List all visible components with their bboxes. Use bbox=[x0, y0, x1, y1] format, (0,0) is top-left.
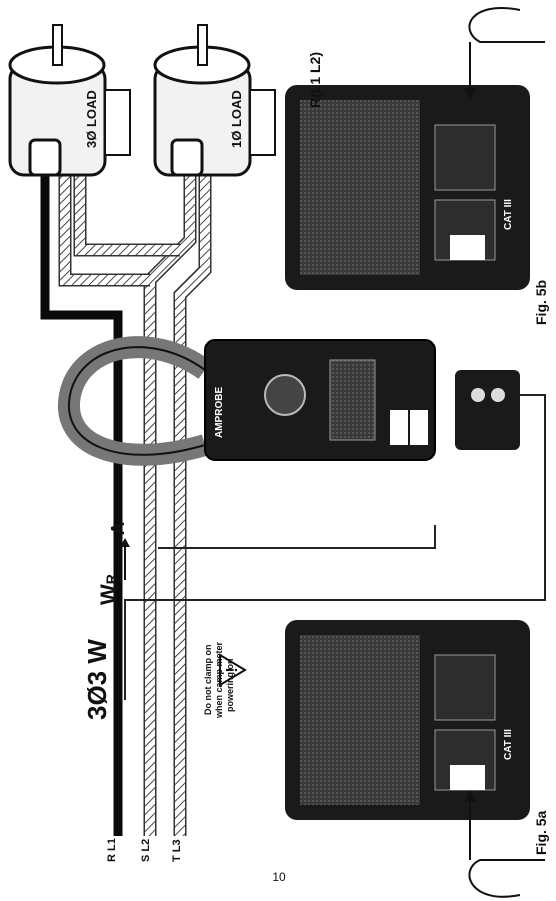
current-arrow-label: A bbox=[108, 522, 129, 535]
fig-5b-cat-text: CAT III bbox=[503, 199, 514, 230]
fig-5b-button bbox=[450, 235, 485, 260]
phase-label-t: T L3 bbox=[171, 839, 183, 862]
wire-r-l1 bbox=[42, 170, 118, 836]
page-number: 10 bbox=[264, 870, 294, 884]
rotary-dial bbox=[265, 375, 305, 415]
warning-line-2: when camp meter bbox=[214, 642, 224, 718]
load-1phase bbox=[155, 25, 275, 175]
system-label: 3Ø3 W bbox=[82, 639, 113, 720]
load-label-1phase: 1Ø LOAD bbox=[229, 90, 244, 148]
fig-5a-cat-text: CAT III bbox=[503, 729, 514, 760]
meter-brand: AMPROBE bbox=[214, 387, 225, 438]
fig-5a-panel bbox=[285, 620, 530, 820]
clamp-meter bbox=[69, 340, 520, 460]
fig-5b-display bbox=[300, 100, 420, 275]
fig-5a-caption: Fig. 5a bbox=[533, 811, 549, 855]
phase-label-r: R L1 bbox=[106, 838, 118, 862]
meter-connection-w: W bbox=[96, 584, 121, 605]
load-3phase bbox=[10, 25, 130, 175]
wire-branch-t bbox=[80, 170, 180, 250]
meter-display bbox=[330, 360, 375, 440]
fig-5b-panel bbox=[285, 85, 530, 290]
test-lead-adapter bbox=[455, 370, 520, 450]
fig-5b-reading-label: R(L1 L2) bbox=[307, 52, 323, 108]
phase-label-s: S L2 bbox=[140, 839, 152, 862]
warning-line-3: powering on bbox=[225, 659, 235, 713]
warning-line-1: Do not clamp on bbox=[203, 645, 213, 716]
meter-connection-subscript: R bbox=[103, 574, 119, 584]
fig-5b-caption: Fig. 5b bbox=[533, 280, 549, 325]
fig-5a-button bbox=[450, 765, 485, 790]
meter-connection-label: WR bbox=[96, 574, 122, 605]
fig-5a-display bbox=[300, 635, 420, 805]
load-label-3phase: 3Ø LOAD bbox=[84, 90, 99, 148]
